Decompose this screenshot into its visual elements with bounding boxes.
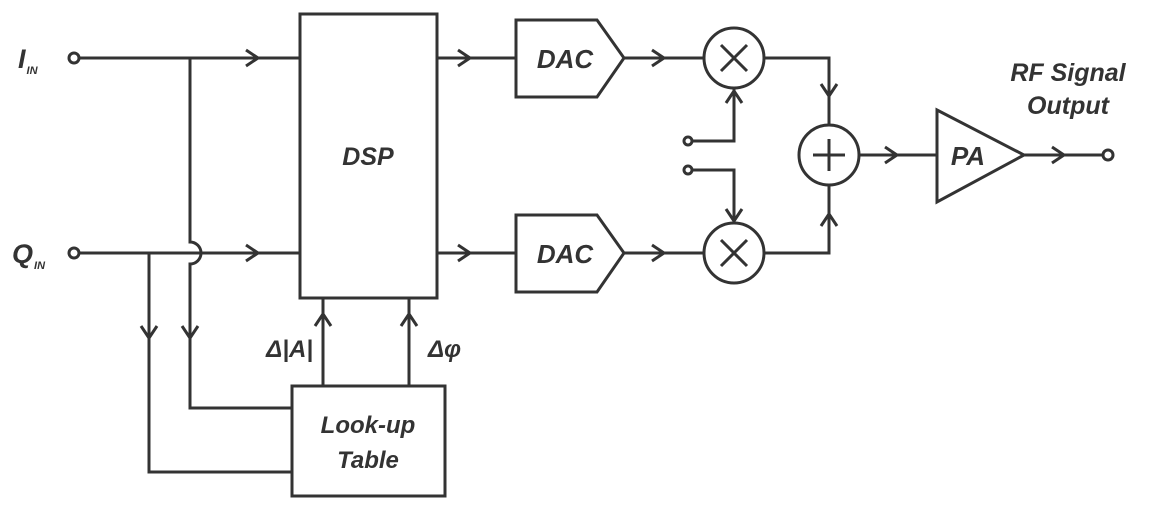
- delta-phase-label: Δφ: [427, 336, 461, 363]
- rf-output-label-line2: Output: [1027, 92, 1111, 120]
- dac-bottom-block: DAC: [514, 213, 626, 294]
- dac-top-label: DAC: [537, 44, 595, 74]
- wire-lo-bottom: [692, 168, 736, 223]
- rf-output-terminal: [1101, 148, 1115, 162]
- mixer-bottom: [702, 221, 766, 285]
- dac-bottom-shape: [514, 213, 626, 294]
- arrow-delta-amplitude-up: [313, 311, 333, 327]
- multiply-icon: [719, 43, 749, 73]
- wire-mixer-top-summer: [764, 56, 831, 125]
- wire-i-tap: [188, 58, 292, 410]
- wire-mixer-bottom-summer: [764, 185, 831, 255]
- mixer-top: [702, 26, 766, 90]
- lookup-table-box: [290, 384, 447, 498]
- arrow-dsp-dac-top: [457, 48, 473, 68]
- lo-terminal-top: [682, 135, 694, 147]
- i-input-terminal: [67, 51, 81, 65]
- dsp-box: [298, 12, 439, 300]
- lo-terminal-bottom: [682, 164, 694, 176]
- arrows: [139, 48, 1067, 341]
- arrow-lo-bottom-down: [724, 208, 744, 224]
- rf-output-label-line1: RF Signal: [1010, 59, 1126, 87]
- arrow-i-dsp: [245, 48, 261, 68]
- pa-label: PA: [951, 141, 985, 171]
- arrow-lo-top-up: [724, 88, 744, 104]
- dac-bottom-label: DAC: [537, 239, 595, 269]
- arrow-pa-output: [1051, 145, 1067, 165]
- delta-amplitude-label: Δ|A|: [265, 336, 313, 363]
- i-input-label: IIN: [18, 44, 39, 77]
- q-input-subscript: IN: [34, 260, 46, 272]
- q-input-main: Q: [12, 239, 33, 269]
- dsp-label: DSP: [342, 143, 394, 171]
- i-input-main: I: [18, 44, 26, 74]
- wire-q-tap: [147, 253, 292, 474]
- dac-top-shape: [514, 18, 626, 99]
- arrow-delta-phase-up: [399, 311, 419, 327]
- plus-icon: [813, 139, 845, 171]
- summer: [797, 123, 861, 187]
- arrow-q-dsp: [245, 243, 261, 263]
- wires: [79, 56, 1103, 474]
- arrow-summer-pa: [884, 145, 900, 165]
- dac-top-block: DAC: [514, 18, 626, 99]
- arrow-i-tap-down: [180, 325, 200, 341]
- arrow-dac-mixer-bottom: [651, 243, 667, 263]
- lookup-table-label-line1: Look-up: [321, 412, 416, 439]
- wire-lo-top: [692, 89, 736, 143]
- lookup-table-label-line2: Table: [337, 447, 399, 474]
- arrow-summer-top-down: [819, 83, 839, 99]
- i-input-subscript: IN: [27, 65, 39, 77]
- arrow-summer-bottom-up: [819, 211, 839, 227]
- arrow-dac-mixer-top: [651, 48, 667, 68]
- multiply-icon: [719, 238, 749, 268]
- arrow-q-tap-down: [139, 325, 159, 341]
- pa-block: PA: [935, 107, 1028, 205]
- q-input-label: QIN: [12, 239, 46, 272]
- q-input-terminal: [67, 246, 81, 260]
- lookup-table-block: Look-up Table: [290, 384, 447, 498]
- dsp-block: DSP: [298, 12, 439, 300]
- pa-triangle: [935, 107, 1028, 205]
- arrow-dsp-dac-bottom: [457, 243, 473, 263]
